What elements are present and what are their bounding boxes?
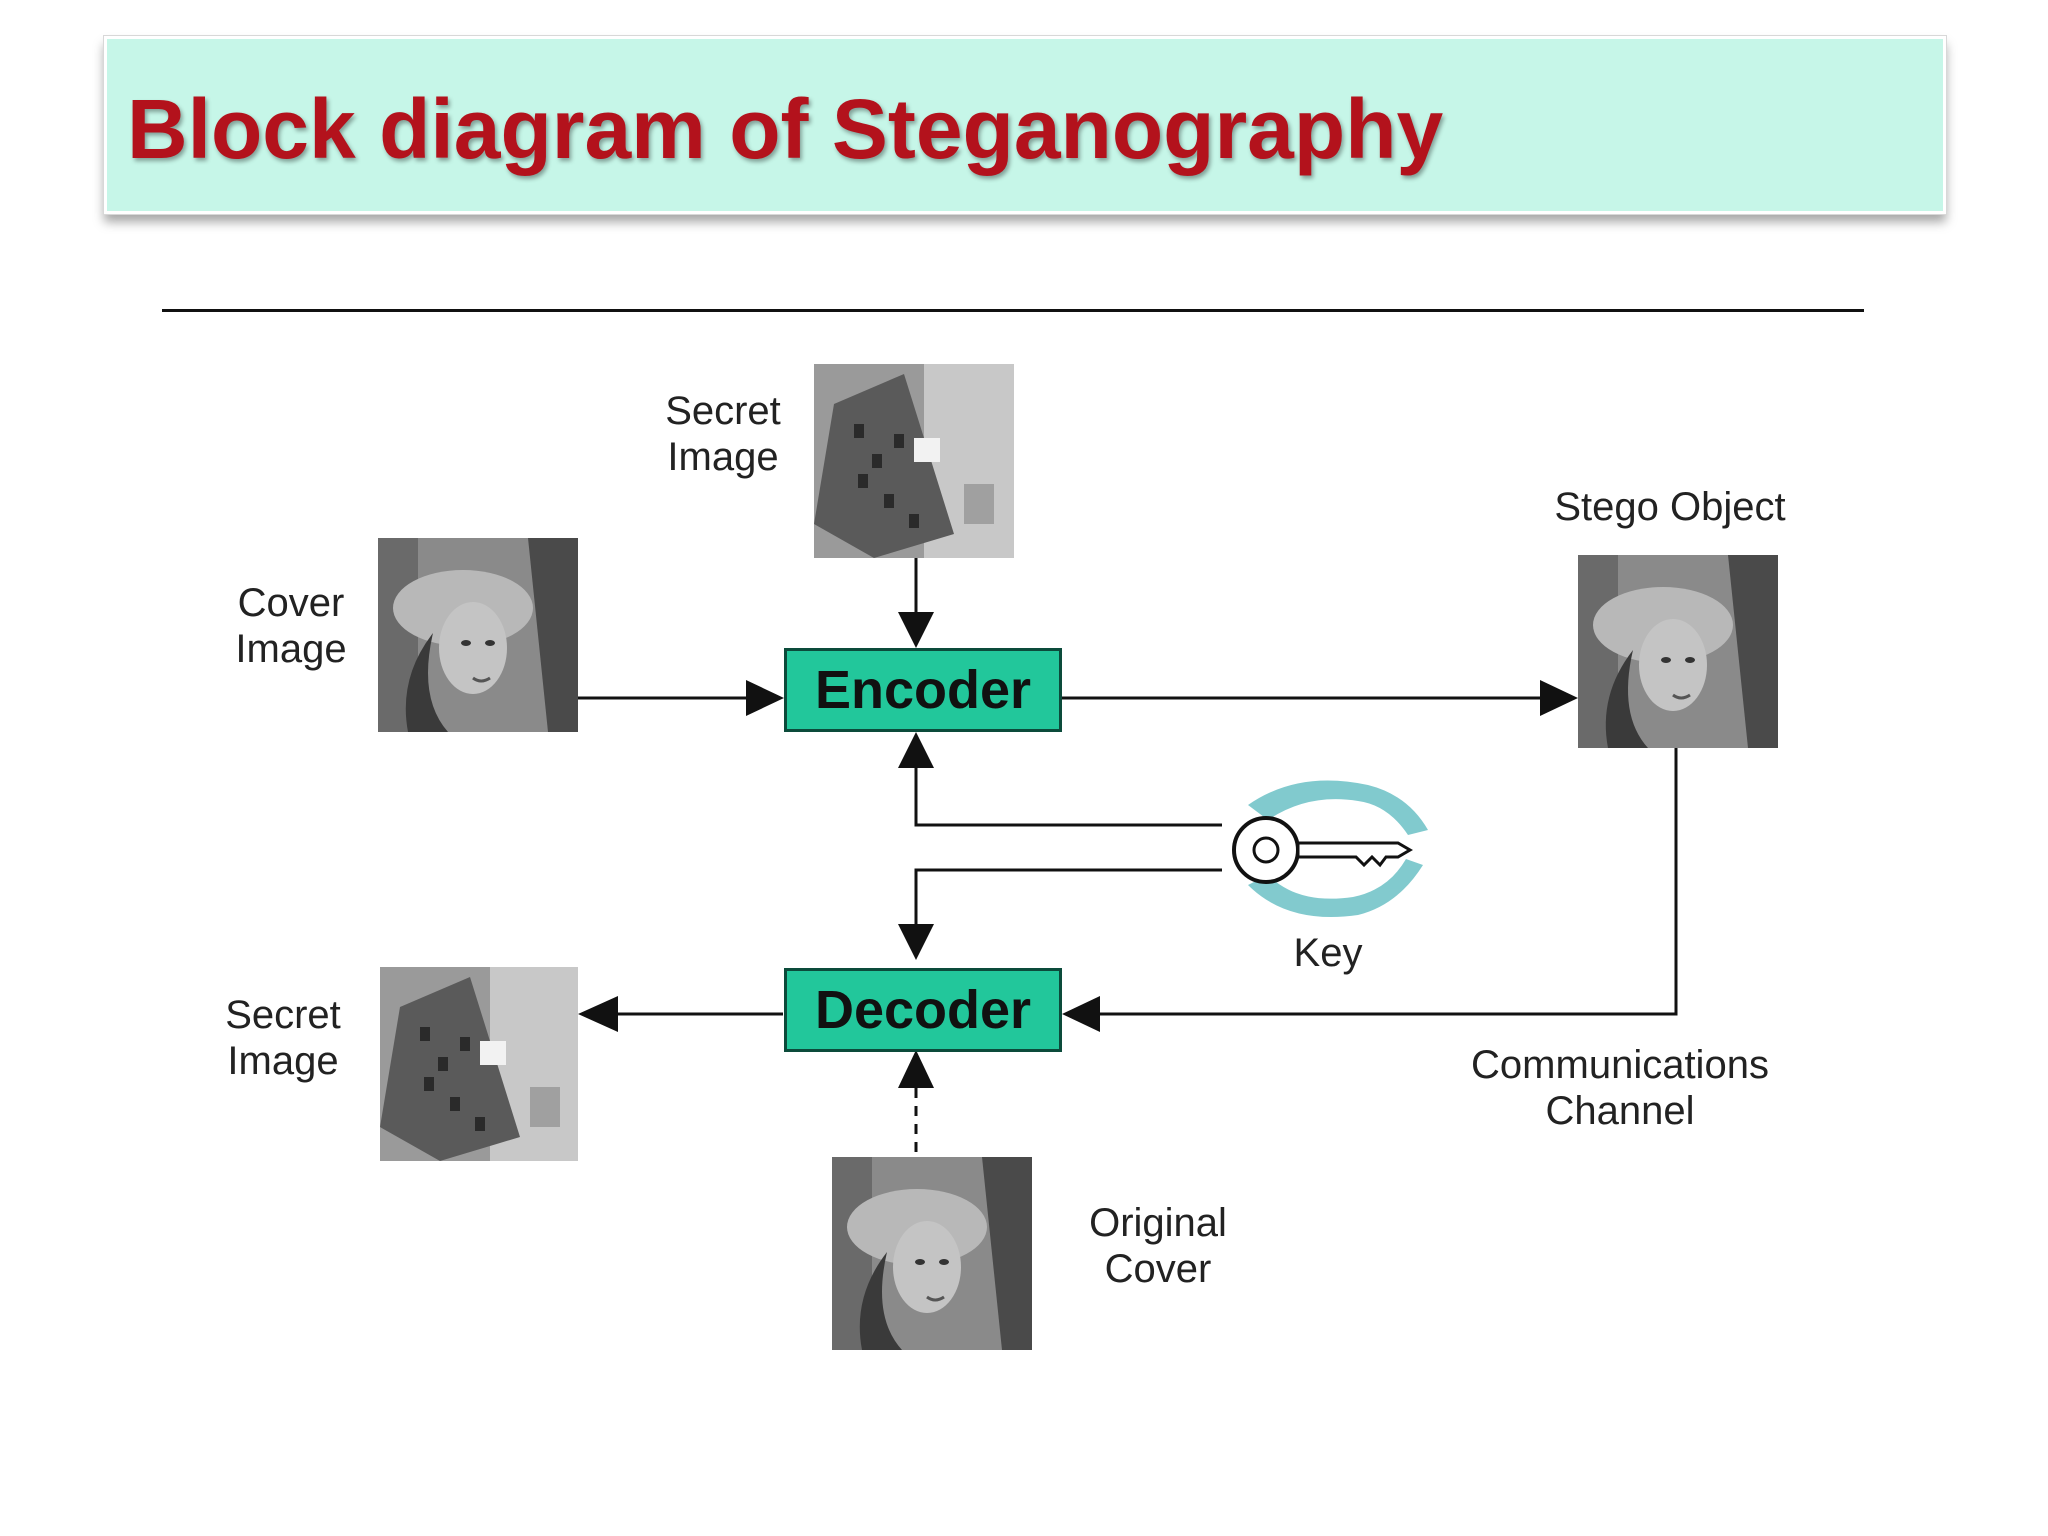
label-key: Key <box>1268 930 1388 976</box>
arrowhead-decoder-bottom <box>898 1050 934 1088</box>
label-line: Image <box>227 1039 339 1083</box>
label-communications-channel: Communications Channel <box>1440 1042 1800 1134</box>
arrowhead-encoder-top <box>898 612 934 648</box>
arrow-channel-to-decoder <box>1095 747 1678 1016</box>
label-line: Image <box>667 435 779 479</box>
label-cover-image: Cover Image <box>216 580 366 672</box>
label-secret-image-out: Secret Image <box>208 992 358 1084</box>
page-title: Block diagram of Steganography <box>127 82 1444 176</box>
secret-image-top-photo <box>814 364 1014 558</box>
secret-image-out-photo <box>380 967 578 1161</box>
decoder-block: Decoder <box>784 968 1062 1052</box>
arrowhead-encoder-bottom <box>898 732 934 768</box>
arrowhead-decoder-top <box>898 924 934 960</box>
arrowhead-decoder-right <box>1062 996 1100 1032</box>
label-secret-image-top: Secret Image <box>648 388 798 480</box>
label-line: Original <box>1089 1201 1227 1245</box>
original-cover-photo <box>832 1157 1032 1350</box>
label-line: Communications <box>1471 1043 1769 1087</box>
arrow-key-to-encoder <box>914 768 1222 827</box>
label-line: Cover <box>237 581 345 625</box>
title-banner: Block diagram of Steganography <box>103 35 1947 215</box>
label-line: Stego Object <box>1554 485 1786 529</box>
arrowhead-encoder-left <box>746 680 784 716</box>
arrowhead-stego <box>1540 680 1578 716</box>
label-original-cover: Original Cover <box>1068 1200 1248 1292</box>
label-line: Secret <box>665 389 781 433</box>
label-line: Cover <box>1104 1247 1212 1291</box>
divider-line <box>162 309 1864 312</box>
label-line: Channel <box>1545 1089 1695 1133</box>
stego-object-photo <box>1578 555 1778 748</box>
label-line: Secret <box>225 993 341 1037</box>
label-stego-object: Stego Object <box>1520 484 1820 530</box>
cover-image-photo <box>378 538 578 732</box>
label-line: Image <box>235 627 347 671</box>
label-line: Key <box>1293 931 1363 975</box>
key-icon <box>1218 775 1438 925</box>
arrow-key-to-decoder <box>914 868 1222 928</box>
encoder-block: Encoder <box>784 648 1062 732</box>
arrowhead-secret-out <box>578 996 618 1032</box>
